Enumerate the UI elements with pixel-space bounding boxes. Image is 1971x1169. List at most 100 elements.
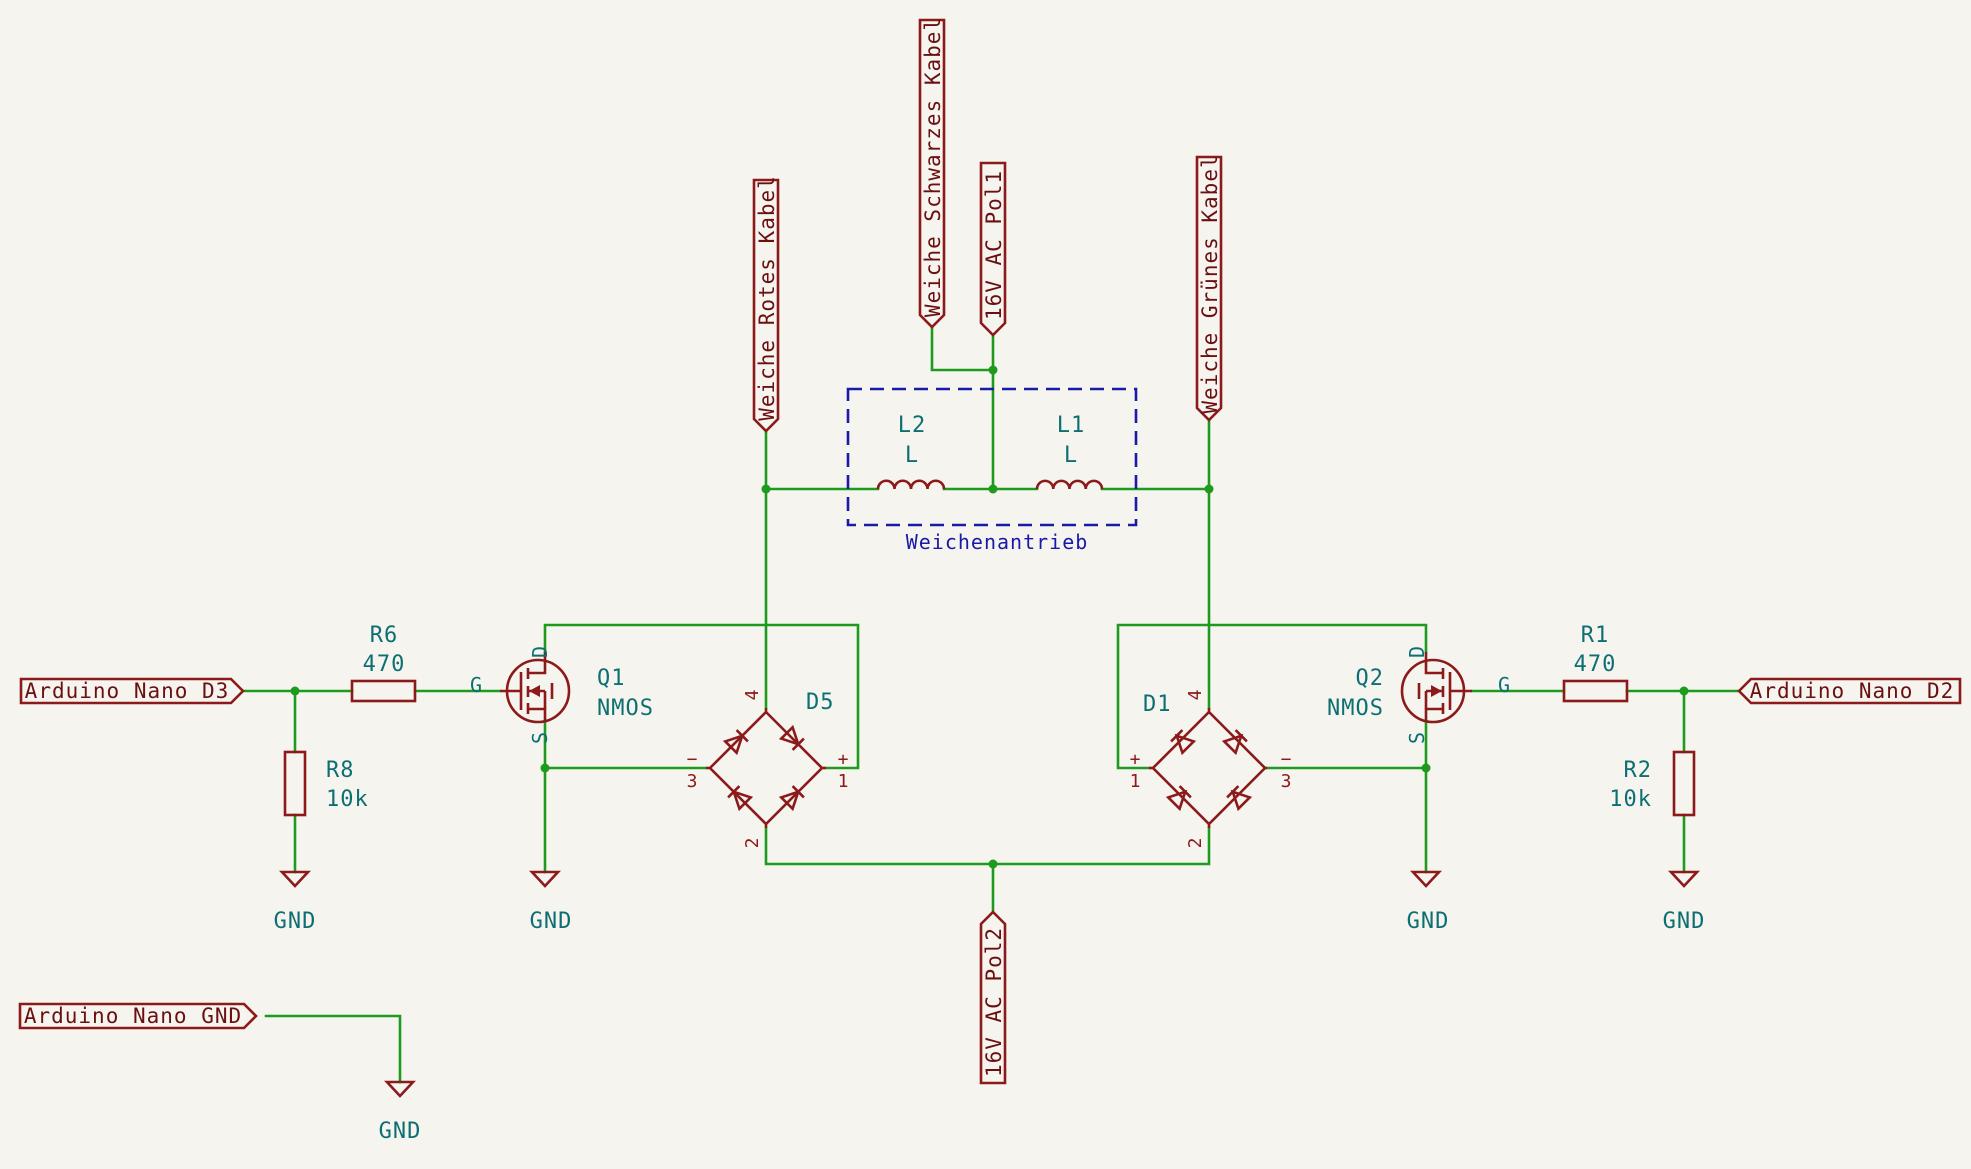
q1-pin-s: S (528, 732, 552, 744)
mosfet-q2: G D S Q2 NMOS (1327, 646, 1510, 744)
wire-q1-drain-d5-plus (543, 623, 860, 770)
q1-pin-g: G (470, 673, 482, 697)
gnd-label: GND (1407, 909, 1450, 934)
d5-minus: − (687, 749, 698, 770)
wire-arduino-gnd (264, 1014, 402, 1084)
inductor-coil (1035, 479, 1104, 490)
q1-ref: Q1 (597, 666, 626, 691)
label-arduino-gnd: Arduino Nano GND (18, 1002, 258, 1030)
q2-ref: Q2 (1356, 666, 1385, 691)
diode (727, 785, 754, 812)
global-label-text: Weiche Schwarzes Kabel (921, 17, 945, 317)
wire-q1-source-d5-minus (543, 719, 708, 770)
global-label-shape (979, 161, 1007, 337)
label-weiche-schwarzes-kabel: Weiche Schwarzes Kabel (918, 17, 946, 329)
inductor-l2: L2 L (876, 413, 946, 490)
wire-schwarzes-kabel (930, 325, 995, 372)
r6-ref: R6 (370, 623, 399, 648)
d5-pin3: 3 (687, 771, 698, 792)
drain-lead (528, 652, 547, 675)
global-label-text: Weiche Grünes Kabel (1198, 154, 1222, 413)
r1-value: 470 (1574, 652, 1617, 677)
q2-value: NMOS (1327, 696, 1384, 721)
gnd-icon (1410, 870, 1442, 888)
inductor-coil (876, 479, 946, 490)
wire-bridge-bottom (764, 826, 1211, 866)
source-lead (1424, 707, 1443, 721)
q1-value: NMOS (597, 696, 654, 721)
resistor-body (1562, 679, 1629, 703)
label-16v-ac-pol1: 16V AC Pol1 (979, 161, 1007, 337)
resistor-r6: R6 470 (350, 623, 417, 703)
d1-pin2: 2 (1185, 838, 1206, 849)
junction (1679, 686, 1689, 696)
global-label-shape (19, 677, 245, 705)
q2-pin-d: D (1405, 646, 1429, 658)
d1-pin4: 4 (1185, 690, 1206, 701)
q1-pin-d: D (528, 646, 552, 658)
gnd-r2: GND (1663, 870, 1706, 934)
gnd-label: GND (1663, 909, 1706, 934)
resistor-body (283, 750, 307, 817)
r2-value: 10k (1609, 787, 1652, 812)
gnd-q1: GND (529, 870, 571, 934)
gnd-label: GND (379, 1119, 422, 1144)
diode (778, 785, 805, 812)
junction (988, 365, 998, 375)
label-16v-ac-pol2: 16V AC Pol2 (979, 910, 1007, 1085)
q2-pin-g: G (1498, 673, 1510, 697)
l1-ref: L1 (1057, 413, 1086, 438)
gnd-icon (279, 870, 311, 888)
group-box-weichenantrieb (846, 387, 1138, 527)
l2-value: L (905, 443, 919, 468)
diode (722, 729, 749, 756)
mosfet-q1: G D S Q1 NMOS (470, 646, 654, 744)
r8-value: 10k (326, 787, 369, 812)
label-arduino-d2: Arduino Nano D2 (1737, 677, 1962, 705)
resistor-r8: R8 10k (283, 750, 369, 817)
junction (988, 484, 998, 494)
d1-minus: − (1281, 749, 1292, 770)
global-label-text: 16V AC Pol1 (982, 170, 1006, 320)
d5-pin4: 4 (742, 690, 763, 701)
wire-q2-drain-d1-plus (1116, 623, 1428, 770)
source-lead (528, 707, 547, 721)
global-label-text: 16V AC Pol2 (982, 927, 1006, 1077)
body-arrow (1431, 685, 1442, 697)
diode (778, 724, 805, 751)
q2-pin-s: S (1405, 732, 1429, 744)
l2-ref: L2 (898, 413, 927, 438)
resistor-r2: R2 10k (1609, 750, 1696, 817)
d5-plus: + (838, 749, 849, 770)
resistor-r1: R1 470 (1562, 623, 1629, 703)
group-title: Weichenantrieb (906, 530, 1089, 554)
bridge-outline (708, 710, 824, 826)
drain-lead (1424, 652, 1443, 675)
bridge-rectifier-d5: 4 1 3 2 + − D5 (687, 690, 849, 849)
gnd-q2: GND (1407, 870, 1450, 934)
resistor-body (350, 679, 417, 703)
resistor-body (1672, 750, 1696, 817)
gnd-label: GND (274, 909, 317, 934)
label-arduino-d3: Arduino Nano D3 (19, 677, 245, 705)
diode (1226, 785, 1253, 812)
diode (1170, 729, 1197, 756)
global-label-shape (752, 178, 780, 433)
global-label-shape (979, 910, 1007, 1085)
gnd-r8: GND (274, 870, 317, 934)
junction (761, 484, 771, 494)
bridge-rectifier-d1: 4 1 3 2 + − D1 (1130, 690, 1292, 849)
body-arrow (529, 685, 540, 697)
d5-pin2: 2 (742, 838, 763, 849)
label-weiche-gruenes-kabel: Weiche Grünes Kabel (1195, 154, 1223, 422)
junctions (290, 365, 1689, 869)
junction (1204, 484, 1214, 494)
junction (988, 859, 998, 869)
global-label-text: Weiche Rotes Kabel (755, 175, 779, 421)
gnd-arduino: GND (379, 1080, 422, 1144)
gnd-icon (1668, 870, 1700, 888)
junction (540, 763, 550, 773)
global-label-shape (1195, 155, 1223, 422)
r6-value: 470 (363, 652, 406, 677)
